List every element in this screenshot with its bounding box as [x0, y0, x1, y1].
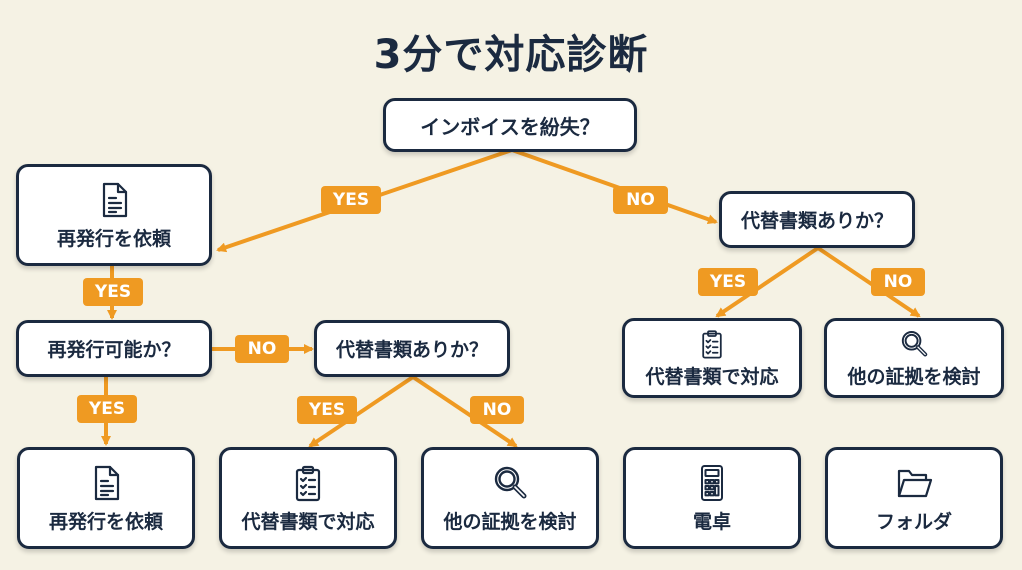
- magnifier-icon: [898, 328, 930, 360]
- node-label: 代替書類で対応: [241, 510, 375, 533]
- edge-alt-left-to-alt-handle: [308, 375, 415, 448]
- node-folder[interactable]: フォルダ: [825, 447, 1003, 549]
- node-consider-other-evidence-bottom[interactable]: 他の証拠を検討: [421, 447, 599, 549]
- node-request-reissue[interactable]: 再発行を依頼: [16, 164, 212, 266]
- node-label: 代替書類で対応: [645, 365, 779, 388]
- magnifier-icon: [490, 463, 530, 503]
- node-label: 再発行を依頼: [48, 510, 163, 533]
- edge-label-yes: YES: [698, 268, 758, 296]
- folder-icon: [894, 463, 934, 503]
- edge-label-yes: YES: [297, 396, 357, 424]
- document-icon: [94, 180, 134, 220]
- node-label: 再発行を依頼: [56, 227, 171, 250]
- edge-alt-right-to-other-evidence: [816, 246, 921, 318]
- edge-label-yes: YES: [77, 395, 137, 423]
- edge-alt-right-to-alt-handle: [715, 246, 820, 318]
- node-handle-with-alt-docs-bottom[interactable]: 代替書類で対応: [219, 447, 397, 549]
- node-label: 代替書類ありか？: [335, 339, 488, 361]
- node-label: 他の証拠を検討: [847, 365, 981, 388]
- node-label: インボイスを紛失？: [420, 114, 600, 139]
- clipboard-checklist-icon: [288, 463, 328, 503]
- edge-label-yes: YES: [83, 278, 143, 306]
- edge-label-no: NO: [235, 335, 289, 363]
- node-alt-docs-question-left[interactable]: 代替書類ありか？: [314, 320, 510, 377]
- node-label: 電卓: [692, 510, 731, 533]
- node-handle-with-alt-docs-right[interactable]: 代替書類で対応: [622, 318, 802, 398]
- node-alt-docs-question-right[interactable]: 代替書類ありか？: [719, 191, 915, 248]
- node-label: 代替書類ありか？: [740, 210, 893, 232]
- edge-label-no: NO: [871, 268, 925, 296]
- node-request-reissue-bottom[interactable]: 再発行を依頼: [17, 447, 195, 549]
- diagram-title: 3分で対応診断: [373, 32, 649, 78]
- edge-label-no: NO: [470, 396, 524, 424]
- clipboard-checklist-icon: [696, 328, 728, 360]
- node-invoice-lost-question[interactable]: インボイスを紛失？: [383, 98, 637, 152]
- node-consider-other-evidence-right[interactable]: 他の証拠を検討: [824, 318, 1004, 398]
- edge-label-yes: YES: [321, 186, 381, 214]
- node-label: フォルダ: [875, 510, 952, 533]
- node-reissue-possible-question[interactable]: 再発行可能か？: [16, 320, 212, 377]
- node-calculator[interactable]: 電卓: [623, 447, 801, 549]
- node-label: 他の証拠を検討: [443, 510, 577, 533]
- node-label: 再発行可能か？: [47, 339, 181, 361]
- calculator-icon: [692, 463, 732, 503]
- document-icon: [86, 463, 126, 503]
- edge-alt-left-to-other-evidence: [411, 375, 518, 448]
- edge-label-no: NO: [613, 186, 668, 214]
